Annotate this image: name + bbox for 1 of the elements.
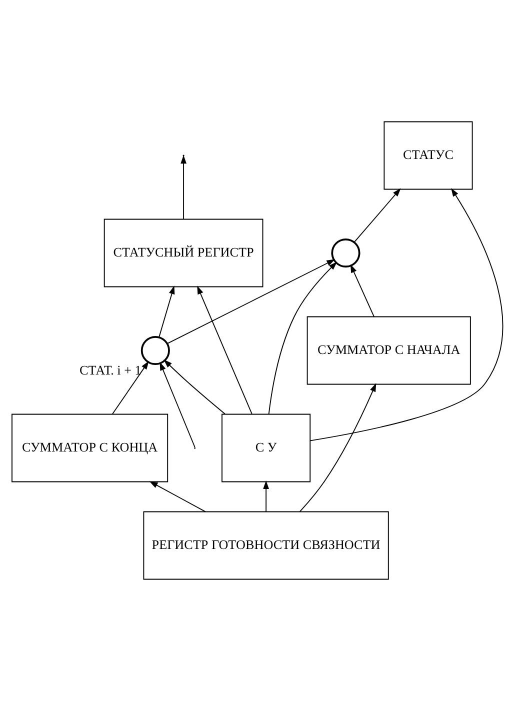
- node-label: СТАТ. i + 1: [80, 362, 142, 378]
